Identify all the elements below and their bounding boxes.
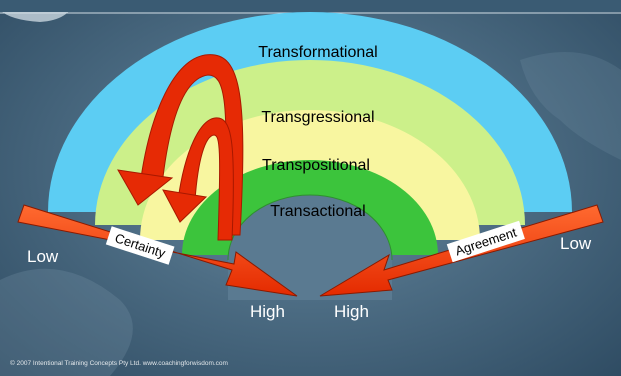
certainty-arrow <box>17 204 298 297</box>
puzzle-shape-decoration <box>520 52 621 160</box>
level-label-transgressional: Transgressional <box>261 109 374 126</box>
curved-arrow-large <box>117 54 244 236</box>
top-band <box>0 0 621 12</box>
arc-center-hole <box>228 195 392 300</box>
agreement-high-label: High <box>334 302 369 321</box>
level-label-transformational: Transformational <box>258 44 377 61</box>
curved-arrow-small <box>162 117 234 241</box>
puzzle-shape-decoration <box>0 268 133 376</box>
certainty-low-label: Low <box>27 247 59 266</box>
agreement-label-box <box>446 220 525 263</box>
certainty-label-box <box>105 226 175 265</box>
certainty-high-label: High <box>250 302 285 321</box>
agreement-low-label: Low <box>560 234 592 253</box>
level-label-transpositional: Transpositional <box>262 157 370 174</box>
level-label-transactional: Transactional <box>270 203 365 220</box>
footer-copyright: © 2007 Intentional Training Concepts Pty… <box>10 360 228 367</box>
